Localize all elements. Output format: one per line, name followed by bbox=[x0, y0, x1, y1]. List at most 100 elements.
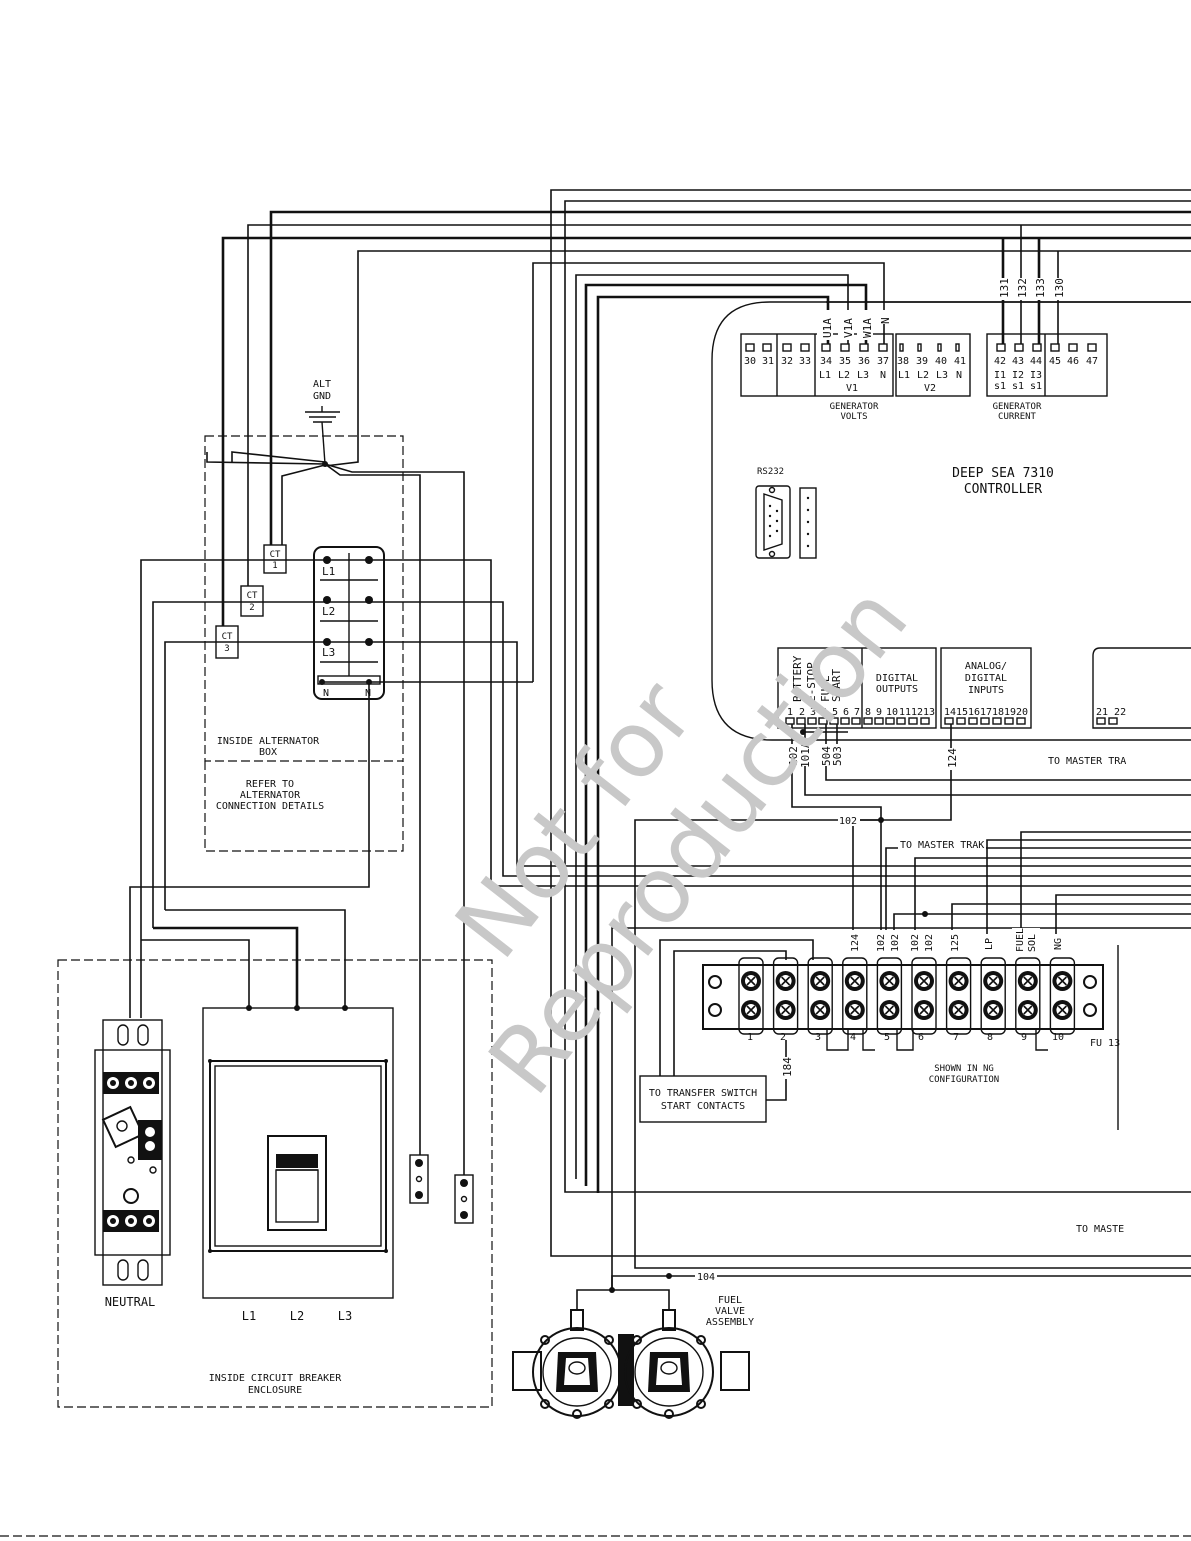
breaker-enclosure: NEUTRAL L1 L2 L3 INSIDE CIRCUIT BREAKER … bbox=[57, 959, 493, 1408]
v2-l3: L3 bbox=[936, 370, 948, 381]
v1-l2: L2 bbox=[838, 370, 850, 381]
strip-wire-labels: 124 102 102 102 102 125 LP FUEL SOL NG bbox=[846, 928, 1064, 952]
to-master-3: TO MASTE bbox=[1076, 1224, 1124, 1235]
wire-u1a: U1A bbox=[821, 318, 834, 338]
fuel-valve-left bbox=[512, 1309, 622, 1419]
top-terminal-squares bbox=[745, 343, 1097, 352]
fuel-valve-assembly: FUEL VALVE ASSEMBLY bbox=[512, 1295, 754, 1419]
v2-n: N bbox=[956, 370, 962, 381]
small-terminal-b bbox=[454, 1174, 474, 1224]
shown-in-ng-2: CONFIGURATION bbox=[929, 1075, 999, 1085]
bterm-13: 13 bbox=[923, 707, 935, 718]
start-label: START bbox=[830, 669, 843, 702]
ct3-num: 3 bbox=[224, 644, 229, 654]
transfer-line-1: TO TRANSFER SWITCH bbox=[649, 1088, 757, 1099]
battery-block: BATTERY E-STOP FUEL START DIGITAL OUTPUT… bbox=[777, 647, 937, 729]
neutral-bar bbox=[94, 1019, 171, 1286]
aterm-19: 19 bbox=[1004, 707, 1016, 718]
strip-screw-slot bbox=[815, 1005, 825, 1015]
to-master-trak-2: TO MASTER TRAK bbox=[900, 840, 984, 851]
bterm-9: 9 bbox=[876, 707, 882, 718]
strip-wire-102-d: 102 bbox=[924, 934, 935, 952]
ct-2: CT 2 bbox=[240, 585, 264, 617]
strip-terminal bbox=[911, 957, 937, 1035]
term-33: 33 bbox=[799, 356, 811, 367]
strip-terminal bbox=[876, 957, 903, 1035]
strip-screw-slot bbox=[1057, 976, 1067, 986]
alt-gnd-1: ALT bbox=[313, 379, 331, 390]
wire-102-ctrl: 102 bbox=[787, 746, 800, 766]
strip-screw-slot bbox=[746, 976, 756, 986]
bterm-5: 5 bbox=[832, 707, 838, 718]
wire-131: 131 bbox=[998, 278, 1011, 298]
strip-screw-slot bbox=[988, 976, 998, 986]
current-numbers: 42 43 44 45 46 47 I1 I2 I3 s1 s1 s1 bbox=[994, 356, 1098, 392]
strip-terminal bbox=[980, 957, 1006, 1035]
v2-group: V2 bbox=[924, 383, 936, 394]
analog-line-3: INPUTS bbox=[968, 685, 1004, 696]
fuel-valve-2: VALVE bbox=[715, 1306, 745, 1317]
alt-term-l2: L2 bbox=[322, 605, 335, 618]
ct-3: CT 3 bbox=[215, 625, 239, 659]
wire-n: N bbox=[879, 317, 892, 324]
refer-1: REFER TO bbox=[246, 779, 294, 790]
v2-block bbox=[895, 333, 971, 397]
controller-title-1: DEEP SEA 7310 bbox=[952, 466, 1054, 481]
bterm-6: 6 bbox=[843, 707, 849, 718]
v1-group: V1 bbox=[846, 383, 858, 394]
strip-terminal bbox=[1049, 957, 1076, 1035]
strip-num-9: 9 bbox=[1021, 1032, 1027, 1043]
alt-term-l1: L1 bbox=[322, 565, 335, 578]
ct2-label: CT bbox=[247, 591, 258, 601]
strip-screw-slot bbox=[1057, 1005, 1067, 1015]
strip-screw-slot bbox=[850, 1005, 860, 1015]
wire-w1a: W1A bbox=[861, 318, 874, 338]
strip-numbers: 1 2 3 4 5 6 7 8 9 10 bbox=[747, 1032, 1064, 1043]
ct-1: CT 1 bbox=[263, 544, 287, 574]
neutral-label: NEUTRAL bbox=[105, 1295, 156, 1309]
ct-s1-c: s1 bbox=[1030, 381, 1042, 392]
term-45: 45 bbox=[1049, 356, 1061, 367]
term-32: 32 bbox=[781, 356, 793, 367]
breaker-l1: L1 bbox=[242, 1309, 256, 1323]
term-46: 46 bbox=[1067, 356, 1079, 367]
alt-box-label-2: BOX bbox=[259, 747, 277, 758]
shown-in-ng-1: SHOWN IN NG bbox=[934, 1064, 994, 1074]
fuel-valve-3: ASSEMBLY bbox=[706, 1317, 754, 1328]
analog-line-1: ANALOG/ bbox=[965, 661, 1007, 672]
refer-3: CONNECTION DETAILS bbox=[216, 801, 324, 812]
strip-screw-slot bbox=[884, 976, 894, 986]
v2-l2: L2 bbox=[917, 370, 929, 381]
alt-term-n2: N bbox=[365, 688, 371, 699]
strip-wire-ng: NG bbox=[1053, 938, 1064, 950]
strip-screw-slot bbox=[954, 1005, 964, 1015]
strip-screw-slot bbox=[919, 1005, 929, 1015]
encl-label-1: INSIDE CIRCUIT BREAKER bbox=[209, 1373, 342, 1384]
v1-l3: L3 bbox=[857, 370, 869, 381]
strip-screw-slot bbox=[1023, 976, 1033, 986]
alt-term-n1: N bbox=[323, 688, 329, 699]
wire-labels: U1A V1A W1A N 131 132 133 130 102 101A 5… bbox=[695, 278, 1191, 1283]
strip-terminal bbox=[738, 957, 764, 1035]
fuel-label: FUEL bbox=[819, 675, 832, 702]
strip-terminal bbox=[1015, 957, 1041, 1035]
wire-504: 504 bbox=[820, 746, 833, 766]
generator-current-block bbox=[986, 333, 1108, 397]
v1-l1: L1 bbox=[819, 370, 831, 381]
bterm-1: 1 bbox=[787, 707, 793, 718]
term-35: 35 bbox=[839, 356, 851, 367]
wire-101a: 101A bbox=[799, 741, 812, 768]
terminal-strip: 1 2 3 4 5 6 7 8 9 10 FU 13 SHOWN IN NG C… bbox=[702, 928, 1120, 1130]
ground-icon bbox=[305, 406, 340, 465]
to-master-trak-1: TO MASTER TRA bbox=[1048, 756, 1126, 767]
strip-screw-slot bbox=[1023, 1005, 1033, 1015]
digital-outputs-2: OUTPUTS bbox=[876, 684, 918, 695]
estop-label: E-STOP bbox=[805, 662, 818, 702]
strip-terminal bbox=[945, 957, 972, 1035]
analog-inputs-block: ANALOG/ DIGITAL INPUTS 14 15 16 17 18 19… bbox=[940, 647, 1032, 729]
bterm-4: 4 bbox=[821, 707, 827, 718]
rterm-21-22: 21 22 bbox=[1096, 707, 1126, 718]
refer-2: ALTERNATOR bbox=[240, 790, 301, 801]
fuel-valve-right bbox=[618, 1309, 750, 1419]
